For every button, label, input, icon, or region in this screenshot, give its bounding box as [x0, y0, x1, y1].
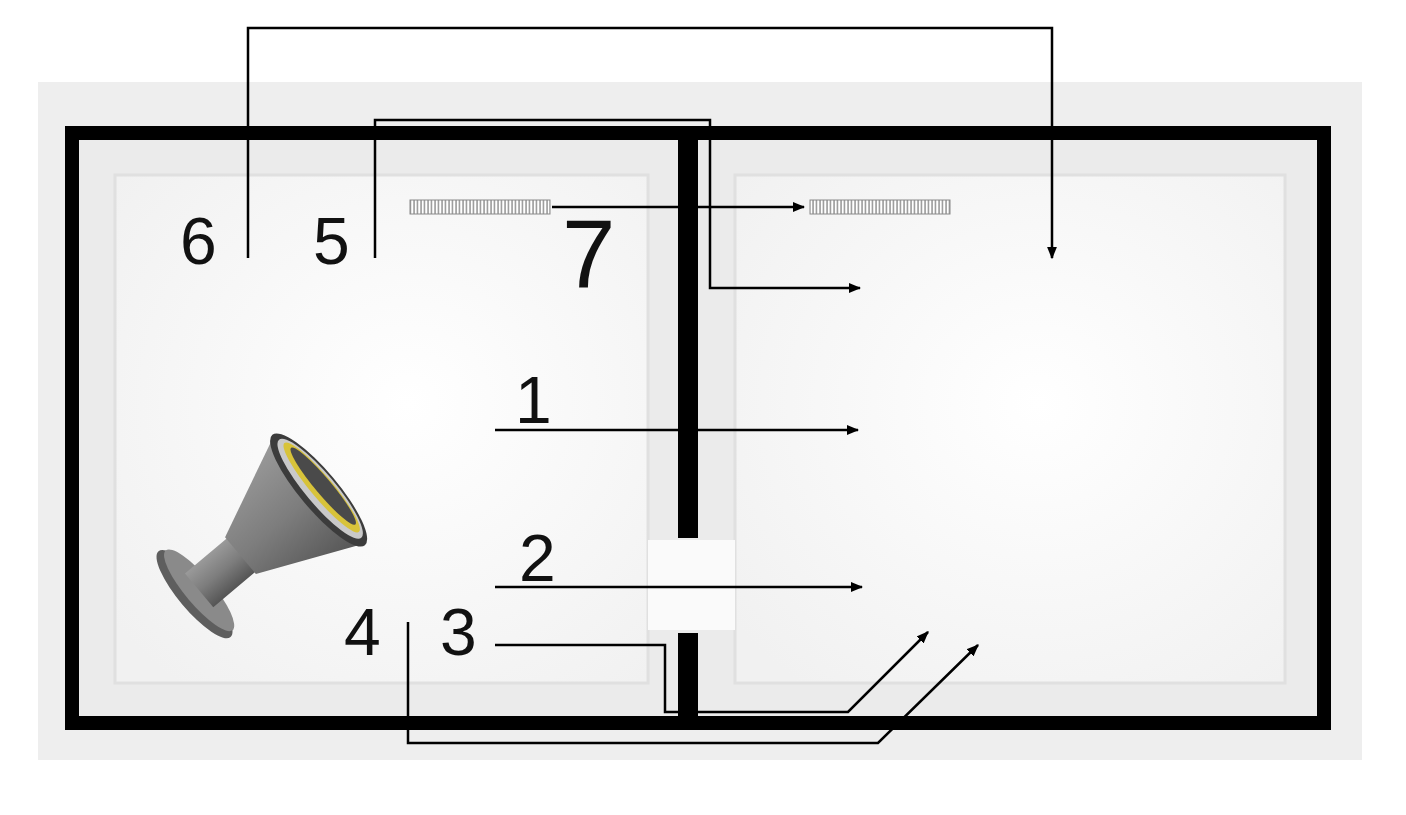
path-arrow — [248, 28, 1052, 258]
path-arrow — [495, 429, 858, 432]
callout-number: 4 — [344, 608, 381, 658]
callout-number: 1 — [515, 376, 552, 426]
partition-wall-upper — [678, 133, 698, 538]
callout-number: 3 — [440, 608, 477, 658]
building-interior — [72, 133, 1324, 723]
callout-number: 5 — [313, 217, 350, 267]
building-frame — [72, 133, 1324, 723]
path-arrow — [495, 632, 928, 712]
loudspeaker — [136, 423, 379, 660]
path-arrow — [495, 586, 862, 589]
transmission-paths — [248, 28, 1052, 743]
path-arrow — [375, 120, 860, 288]
partition-wall-lower — [678, 633, 698, 723]
ground-slab — [38, 82, 1362, 760]
callout-number: 6 — [180, 217, 217, 267]
path-arrow — [552, 206, 804, 209]
wall-gap — [648, 540, 735, 630]
path-arrow — [408, 622, 978, 743]
vent-grille — [810, 200, 950, 214]
vent-grille — [410, 200, 550, 214]
callout-number: 2 — [519, 534, 556, 584]
callout-number: 7 — [562, 218, 615, 290]
